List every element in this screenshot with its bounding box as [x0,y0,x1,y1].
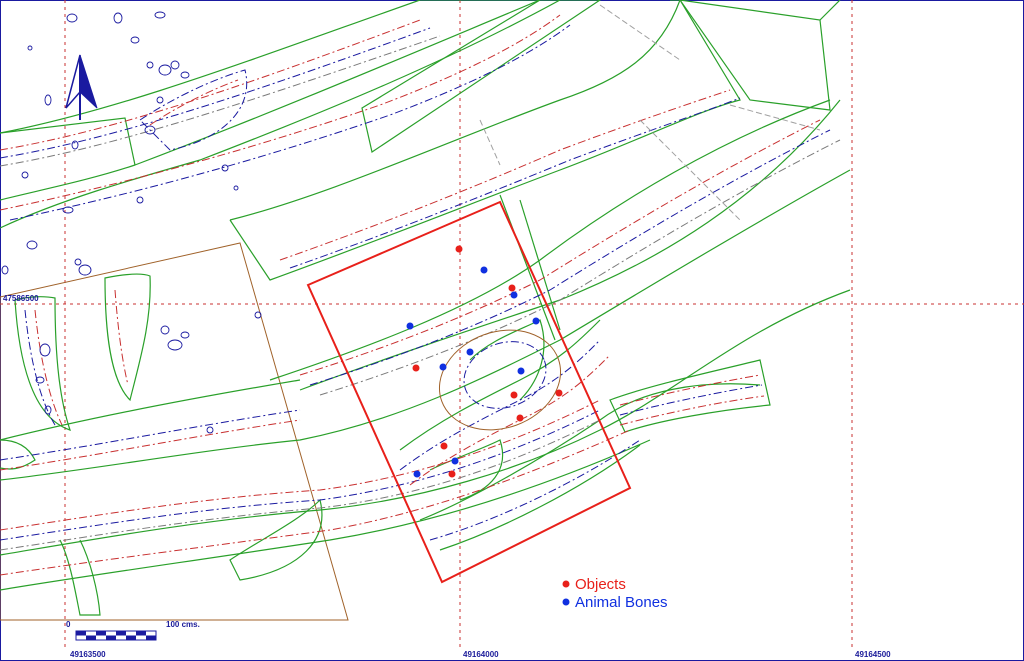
animal-bone-finds[interactable] [406,266,540,478]
contour-lines [0,14,841,576]
animal-bone-find[interactable] [413,470,421,478]
map-legend: Objects Animal Bones [562,576,668,611]
object-find[interactable] [455,245,463,253]
pit-feature [438,329,562,431]
object-finds[interactable] [412,245,563,478]
legend-objects-marker [562,580,570,588]
legend-objects-label: Objects [575,576,626,593]
easting-label-1: 49163500 [70,650,106,659]
animal-bone-find[interactable] [510,291,518,299]
section-lines [479,4,821,221]
animal-bone-find[interactable] [480,266,488,274]
object-find[interactable] [440,442,448,450]
trench-outline [0,242,349,621]
north-arrow-icon [65,54,98,120]
northing-label: 47586500 [3,294,39,303]
animal-bone-find[interactable] [517,367,525,375]
legend-animal-bones-label: Animal Bones [575,594,668,611]
animal-bone-find[interactable] [532,317,540,325]
excavation-area-box [306,200,632,584]
scale-zero-label: 0 [66,620,71,629]
animal-bone-find[interactable] [406,322,414,330]
legend-animal-bones-marker [562,598,570,606]
scale-end-label: 100 cms. [166,620,200,629]
object-find[interactable] [412,364,420,372]
scale-bar: 0 100 cms. [66,620,200,641]
object-find[interactable] [555,389,563,397]
easting-label-2: 49164000 [463,650,499,659]
easting-label-3: 49164500 [855,650,891,659]
feature-outlines [0,0,851,616]
pit-inner-contour [463,341,547,409]
object-find[interactable] [516,414,524,422]
animal-bone-find[interactable] [439,363,447,371]
animal-bone-find[interactable] [451,457,459,465]
stone-outlines [1,11,262,434]
animal-bone-find[interactable] [466,348,474,356]
object-find[interactable] [508,284,516,292]
object-find[interactable] [448,470,456,478]
object-find[interactable] [510,391,518,399]
